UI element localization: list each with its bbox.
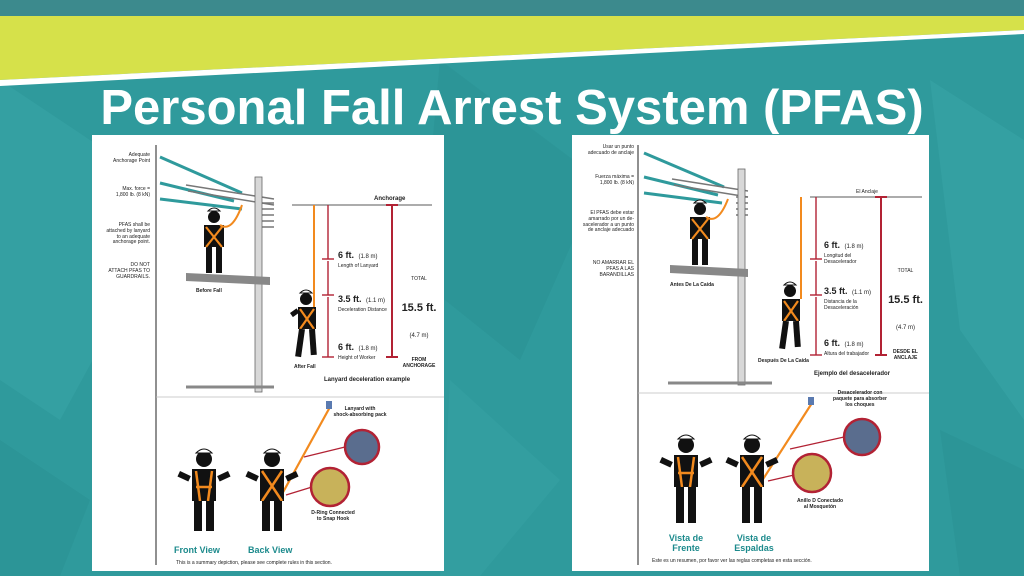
segment-lanyard-length: 6 ft. (1.8 m) Length of Lanyard bbox=[338, 250, 379, 269]
dring-label: D-Ring Connected to Snap Hook bbox=[311, 510, 355, 522]
anchorage-label: Anchorage bbox=[374, 196, 406, 202]
trabajador-antes-icon bbox=[690, 198, 729, 265]
header-band bbox=[0, 0, 1024, 86]
nota-fuerza-maxima: Fuerza máxima = 1,800 lb. (8 kN) bbox=[595, 174, 634, 186]
total-distance: TOTAL 15.5 ft. (4.7 m) FROM ANCHORAGE bbox=[401, 276, 437, 369]
pfas-poster-spanish: Usar un punto adecuado de anclaje Fuerza… bbox=[572, 135, 929, 571]
slide-title: Personal Fall Arrest System (PFAS) bbox=[100, 81, 924, 135]
note-max-force: Max. force = 1,800 lb. (8 kN) bbox=[115, 186, 150, 198]
note-adequate-anchorage: Adequate Anchorage Point bbox=[113, 152, 150, 164]
english-poster-illustration bbox=[155, 145, 444, 565]
front-view-label: Front View bbox=[174, 545, 220, 555]
segment-deceleration: 3.5 ft. (1.1 m) Deceleration Distance bbox=[338, 294, 387, 313]
pfas-poster-english: Adequate Anchorage Point Max. force = 1,… bbox=[92, 135, 444, 571]
nota-amarrado: El PFAS debe estar amarrado por un de- s… bbox=[582, 210, 634, 234]
nota-punto-anclaje: Usar un punto adecuado de anclaje bbox=[587, 144, 634, 156]
worker-front-view-icon bbox=[177, 448, 231, 531]
before-fall-label: Before Fall bbox=[196, 288, 222, 294]
nota-resumen: Este es un resumen, por favor ver las re… bbox=[652, 558, 812, 564]
after-fall-label: After Fall bbox=[294, 364, 316, 370]
ejemplo-caption: Ejemplo del desacelerador bbox=[814, 371, 891, 377]
note-do-not-attach: DO NOT ATTACH PFAS TO GUARDRAILS. bbox=[108, 262, 150, 280]
anillo-label: Anillo D Conectado al Mosquetón bbox=[796, 498, 844, 510]
segmento-desaceleracion: 3.5 ft. (1.1 m) Distancia de la Desacele… bbox=[824, 286, 871, 311]
worker-before-fall-icon bbox=[204, 204, 243, 273]
shock-pack-label: Lanyard with shock-absorbing pack bbox=[333, 406, 387, 418]
note-attach: PFAS shall be attached by lanyard to an … bbox=[106, 222, 150, 246]
example-caption: Lanyard deceleration example bbox=[324, 377, 411, 383]
paquete-label: Desacelerador con paquete para absorber … bbox=[833, 390, 887, 408]
spanish-poster-illustration bbox=[637, 145, 929, 565]
antes-label: Antes De La Caída bbox=[670, 282, 714, 288]
trabajador-despues-icon bbox=[779, 281, 801, 350]
back-view-label: Back View bbox=[248, 545, 293, 555]
anclaje-label: El Anclaje bbox=[856, 189, 878, 195]
worker-after-fall-icon bbox=[290, 289, 317, 358]
segmento-altura: 6 ft. (1.8 m) Altura del trabajador bbox=[824, 338, 870, 357]
segment-worker-height: 6 ft. (1.8 m) Height of Worker bbox=[338, 342, 378, 361]
trabajador-frente-icon bbox=[659, 434, 713, 523]
poster-footer-note: This is a summary depiction, please see … bbox=[176, 560, 332, 566]
vista-frente-label: Vista de Frente bbox=[668, 533, 704, 554]
trabajador-espaldas-icon bbox=[725, 434, 779, 523]
nota-no-amarrar: NO AMARRAR EL PFAS A LAS BARANDILLAS bbox=[592, 260, 634, 278]
worker-back-view-icon bbox=[245, 448, 299, 531]
segmento-longitud: 6 ft. (1.8 m) Longitud del Desacelerador bbox=[824, 240, 864, 265]
despues-label: Después De La Caída bbox=[758, 358, 809, 364]
distancia-total: TOTAL 15.5 ft. (4.7 m) DESDE EL ANCLAJE bbox=[888, 268, 923, 361]
vista-espaldas-label: Vista de Espaldas bbox=[734, 533, 774, 554]
